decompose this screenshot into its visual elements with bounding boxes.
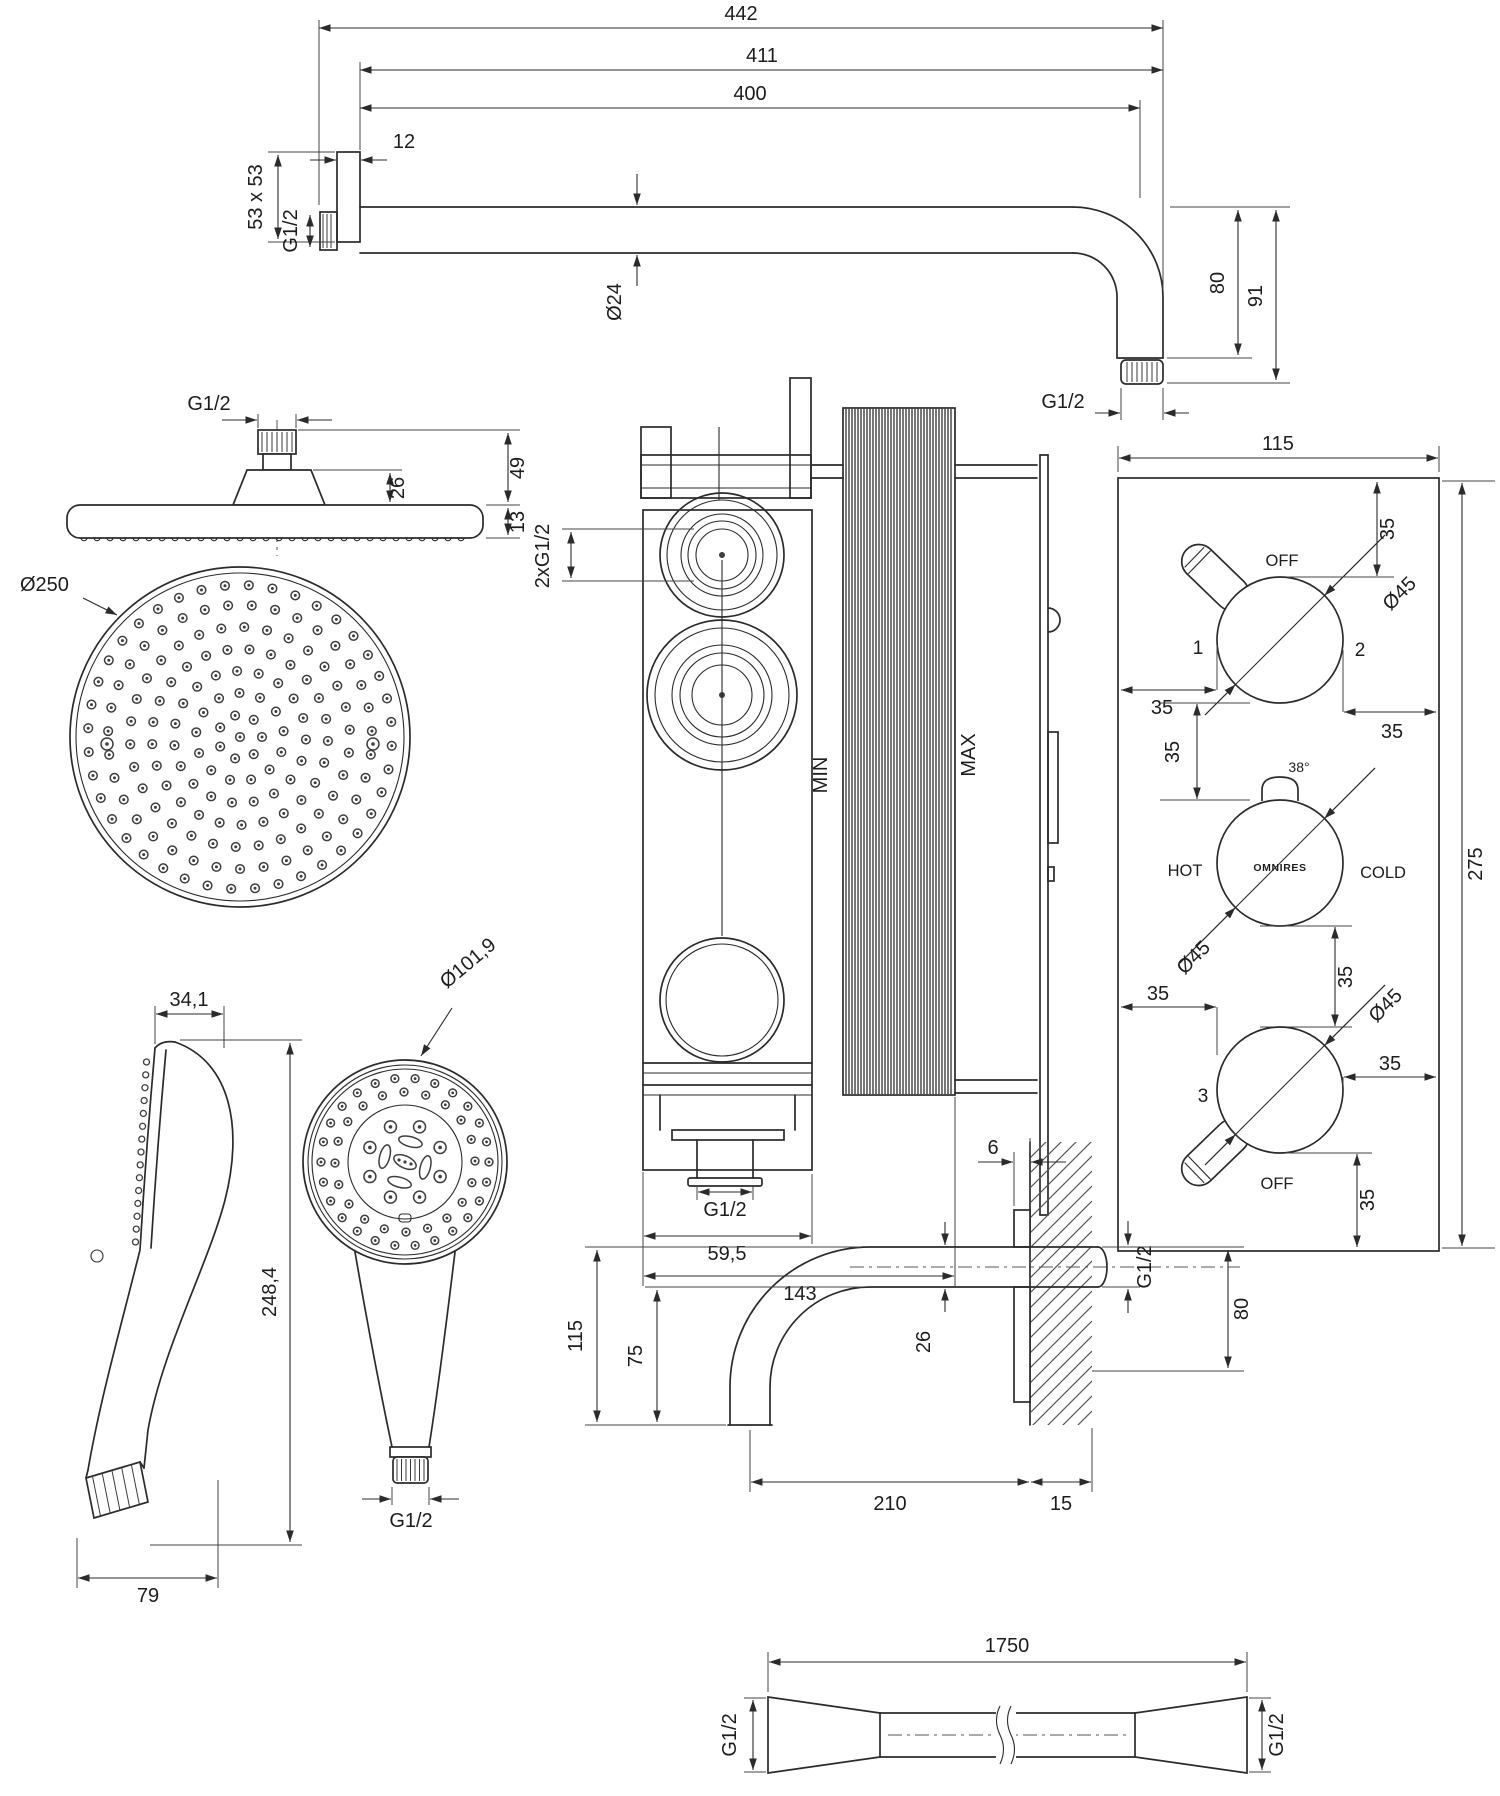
spout-tail-cap (1097, 1246, 1108, 1288)
dim-arm-outlet-thread: G1/2 (1041, 391, 1084, 413)
dim-knob1-left: 35 (1151, 697, 1173, 719)
hose-fitting-right (1134, 1696, 1248, 1774)
dim-gap12: 35 (1162, 741, 1184, 763)
head-shower-top-drawing: Ø250 (20, 566, 411, 908)
dim-arm-diameter: Ø24 (604, 283, 626, 321)
dim-mixer-ports: 2xG1/2 (532, 524, 554, 588)
dim-hose-left-thread: G1/2 (719, 1713, 741, 1756)
dim-spout-height: 115 (565, 1320, 587, 1352)
dim-arm-total: 442 (724, 3, 757, 25)
label-knob3-off: OFF (1261, 1175, 1294, 1193)
label-knob1-off: OFF (1266, 552, 1299, 570)
dim-hose-length: 1750 (985, 1635, 1030, 1657)
dim-knob1-dia: Ø45 (1379, 573, 1421, 615)
dim-arm-upper: 411 (746, 45, 778, 67)
thread-hatch (322, 214, 332, 248)
arm-outlet-thread (1120, 359, 1164, 385)
mixer-plate (642, 509, 813, 1171)
dim-spout-depth: 15 (1050, 1493, 1072, 1515)
label-knob3-3: 3 (1198, 1086, 1209, 1107)
label-knob2-angle: 38° (1288, 759, 1309, 775)
dim-head-disc: 13 (507, 511, 529, 533)
label-max: MAX (958, 733, 980, 776)
dim-arm-plate-thickness: 12 (393, 131, 415, 153)
dim-hand-face-dia: Ø101,9 (436, 934, 500, 993)
dim-knob1-top: 35 (1377, 518, 1399, 540)
thread-hatch (396, 1459, 425, 1481)
hand-shower-face-drawing: Ø101,9 G1/2 (302, 934, 508, 1532)
mixer-body-drawing: MIN MAX 2xG1/2 G1/2 59,5 143 (532, 377, 1038, 1305)
cartridge-hatch (845, 409, 952, 1094)
dim-knob3-bottom: 35 (1357, 1189, 1379, 1211)
dim-knob2-dia: Ø45 (1173, 937, 1215, 979)
hang-hook (90, 1249, 104, 1263)
panel-side-drawing (1039, 454, 1061, 1216)
dim-knob3-right: 35 (1379, 1053, 1401, 1075)
dim-arm-inlet-thread: G1/2 (280, 209, 302, 252)
dim-mixer-width: 59,5 (708, 1243, 747, 1265)
dim-arm-length: 400 (733, 83, 766, 105)
dim-spout-plate: 6 (987, 1137, 998, 1159)
label-hot: HOT (1168, 862, 1203, 880)
dim-head-top-diameter: Ø250 (20, 574, 69, 596)
panel-front-drawing: Ø45 OFF 1 2 35 35 35 35 38° Ø45 HOT COLD… (1117, 433, 1495, 1252)
thread-hatch (261, 432, 293, 452)
head-cone (231, 469, 327, 506)
dim-knob1-right: 35 (1381, 721, 1403, 743)
shower-hose-drawing: 1750 G1/2 G1/2 (719, 1635, 1288, 1774)
hand-thread-tip (85, 1460, 149, 1520)
dim-spout-thread: G1/2 (1134, 1245, 1156, 1288)
spout-cover-plate (1013, 1209, 1031, 1248)
dim-arm-h1: 80 (1207, 272, 1229, 294)
dim-arm-h2: 91 (1245, 285, 1267, 307)
dim-hand-face-thread: G1/2 (389, 1510, 432, 1532)
panel-side-knob-bump (1047, 607, 1061, 633)
label-knob1-1: 1 (1193, 638, 1204, 659)
label-cold: COLD (1360, 864, 1406, 882)
dim-arm-plate: 53 x 53 (245, 164, 267, 230)
dim-hand-depth: 79 (137, 1585, 159, 1607)
hose-fitting-left (767, 1696, 881, 1774)
thread-hatch (1126, 362, 1158, 382)
thread-hatch (91, 1464, 140, 1517)
bath-spout-drawing: 6 26 115 75 G1/2 80 210 15 (565, 1137, 1253, 1515)
panel-plate (1117, 477, 1440, 1252)
arm-inlet-thread (319, 211, 338, 251)
head-disc (66, 504, 484, 539)
knob2-safety-button (1261, 776, 1299, 801)
dim-spout-dia: 26 (913, 1331, 935, 1353)
spray-pattern (83, 580, 397, 894)
label-min: MIN (810, 757, 832, 794)
dim-spout-tail: 80 (1231, 1298, 1253, 1320)
mixer-outlet-stub (687, 1177, 763, 1187)
dim-head-cone: 26 (387, 477, 409, 499)
mixer-cartridge (842, 407, 956, 1096)
head-shower-side-drawing: G1/2 49 26 13 (66, 393, 529, 556)
dim-panel-height: 275 (1465, 847, 1487, 880)
dim-head-height: 49 (507, 457, 529, 479)
arm-wall-flange (336, 151, 361, 243)
dim-spout-reach: 210 (873, 1493, 906, 1515)
dim-hand-width: 34,1 (170, 989, 209, 1011)
dim-knob3-left: 35 (1147, 983, 1169, 1005)
face-spray-pattern (316, 1073, 494, 1251)
label-knob1-2: 2 (1355, 640, 1366, 661)
hand-shower-side-drawing: 34,1 248,4 79 (76, 989, 302, 1607)
dim-gap23: 35 (1335, 966, 1357, 988)
arm-elbow-inner (1072, 252, 1118, 359)
side-nozzle-row (131, 1058, 151, 1246)
dim-mixer-outlet: G1/2 (703, 1199, 746, 1221)
dim-panel-width: 115 (1262, 433, 1294, 455)
shower-arm-drawing: 442 411 400 12 53 x 53 G1/2 Ø24 80 91 G1… (245, 3, 1290, 420)
dim-mixer-depth: 143 (783, 1283, 816, 1305)
arm-elbow-outer (1072, 206, 1164, 359)
label-brand: OMNIRES (1253, 862, 1306, 874)
dim-knob3-dia: Ø45 (1365, 985, 1407, 1027)
dim-hose-right-thread: G1/2 (1266, 1713, 1288, 1756)
dim-hand-height: 248,4 (259, 1267, 281, 1317)
head-nozzles (80, 537, 465, 542)
dim-spout-drop: 75 (625, 1345, 647, 1367)
dim-head-thread: G1/2 (187, 393, 230, 415)
